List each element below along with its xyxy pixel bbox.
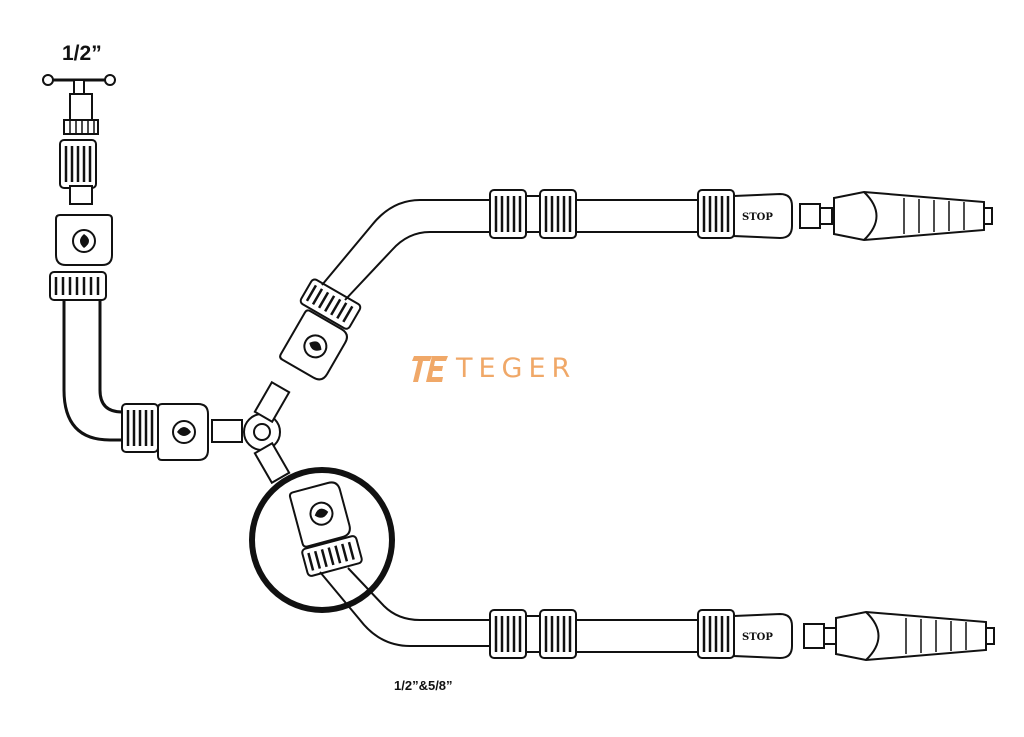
upper-branch-connector (277, 276, 363, 384)
lower-hose-repair-connector (488, 608, 578, 660)
faucet-tap (42, 74, 116, 135)
brand-name: TEGER (456, 353, 577, 384)
lower-hose (319, 567, 490, 647)
upper-spray-nozzle (833, 191, 993, 241)
upper-nozzle-adaptor (799, 203, 833, 229)
lower-nozzle-adaptor (803, 623, 837, 649)
elbow-connector (120, 402, 209, 461)
lower-stop-connector: STOP (696, 608, 793, 660)
lower-quick-connector (288, 479, 364, 579)
hose-size-label: 1/2”&5/8” (394, 678, 453, 693)
three-way-splitter (211, 380, 291, 485)
faucet-size-label: 1/2” (62, 42, 102, 65)
lower-stop-label: STOP (742, 632, 773, 643)
tap-adaptor (58, 138, 98, 205)
highlight-circle (249, 467, 395, 613)
upper-stop-connector: STOP (696, 188, 793, 240)
upper-hose-repair-connector (488, 188, 578, 240)
brand-logo: TEGER (410, 353, 576, 384)
left-hose (62, 300, 122, 442)
left-quick-connector (48, 214, 113, 302)
upper-stop-label: STOP (742, 212, 773, 223)
lower-spray-nozzle (835, 611, 995, 661)
teger-logo-icon (412, 355, 448, 382)
upper-hose (321, 199, 490, 301)
